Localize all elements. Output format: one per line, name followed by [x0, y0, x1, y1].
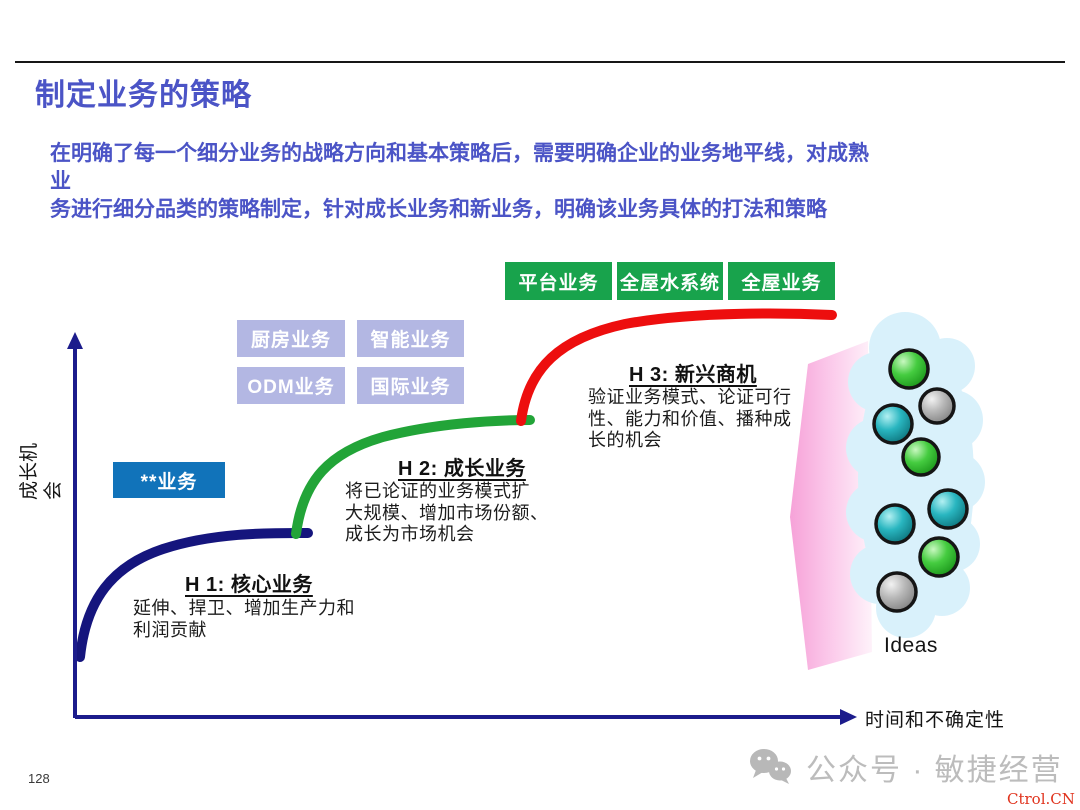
idea-ball-teal [874, 503, 916, 545]
intro-paragraph: 在明确了每一个细分业务的战略方向和基本策略后，需要明确企业的业务地平线，对成熟 … [50, 142, 869, 221]
wechat-icon [750, 749, 791, 784]
idea-ball-green [901, 437, 941, 477]
idea-ball-teal [872, 403, 914, 445]
green-tag-row: 平台业务 全屋水系统 全屋业务 [505, 262, 835, 300]
idea-balls [872, 348, 969, 613]
header-divider [15, 61, 1065, 63]
blue-tag-core-business: **业务 [113, 462, 225, 498]
axes [73, 346, 843, 719]
lavender-tag-international: 国际业务 [357, 367, 464, 404]
y-axis-arrowhead [67, 332, 83, 349]
green-tag-platform: 平台业务 [505, 262, 612, 300]
h2-curve [291, 415, 535, 539]
idea-ball-teal [927, 488, 969, 530]
idea-ball-green [888, 348, 930, 390]
page-number: 128 [28, 771, 50, 786]
idea-ball-green [918, 536, 960, 578]
horizon-3-title: H 3: 新兴商机 [629, 364, 757, 386]
ideas-label: Ideas [884, 634, 938, 657]
horizon-1-title: H 1: 核心业务 [185, 574, 313, 596]
slide-title: 制定业务的策略 [35, 78, 252, 113]
lavender-tag-smart: 智能业务 [357, 320, 464, 357]
x-axis-label: 时间和不确定性 [865, 710, 1006, 731]
green-tag-whole-house-water: 全屋水系统 [617, 262, 723, 300]
watermark: 公众号 · 敏捷经营 [748, 745, 1063, 789]
h3-curve [516, 308, 837, 426]
lavender-tag-grid: 厨房业务 智能业务 ODM业务 国际业务 [237, 320, 464, 404]
idea-ball-gray [876, 571, 918, 613]
green-tag-whole-house: 全屋业务 [728, 262, 835, 300]
lavender-tag-odm: ODM业务 [237, 367, 345, 404]
y-axis-label: 成长机 会 [19, 442, 64, 500]
horizon-2-title: H 2: 成长业务 [398, 458, 526, 480]
horizon-3-description: 验证业务模式、论证可行 性、能力和价值、播种成 长的机会 [588, 387, 792, 450]
idea-ball-gray [918, 387, 956, 425]
horizon-1-description: 延伸、捍卫、增加生产力和 利润贡献 [133, 598, 355, 640]
horizon-2-description: 将已论证的业务模式扩 大规模、增加市场份额、 成长为市场机会 [345, 481, 549, 544]
x-axis-arrowhead [840, 709, 857, 725]
h1-curve [75, 527, 313, 662]
lavender-tag-kitchen: 厨房业务 [237, 320, 345, 357]
pink-arrow [790, 341, 872, 670]
watermark-text: 公众号 · 敏捷经营 [806, 754, 1063, 787]
site-credit: Ctrol.CN [1007, 790, 1075, 808]
